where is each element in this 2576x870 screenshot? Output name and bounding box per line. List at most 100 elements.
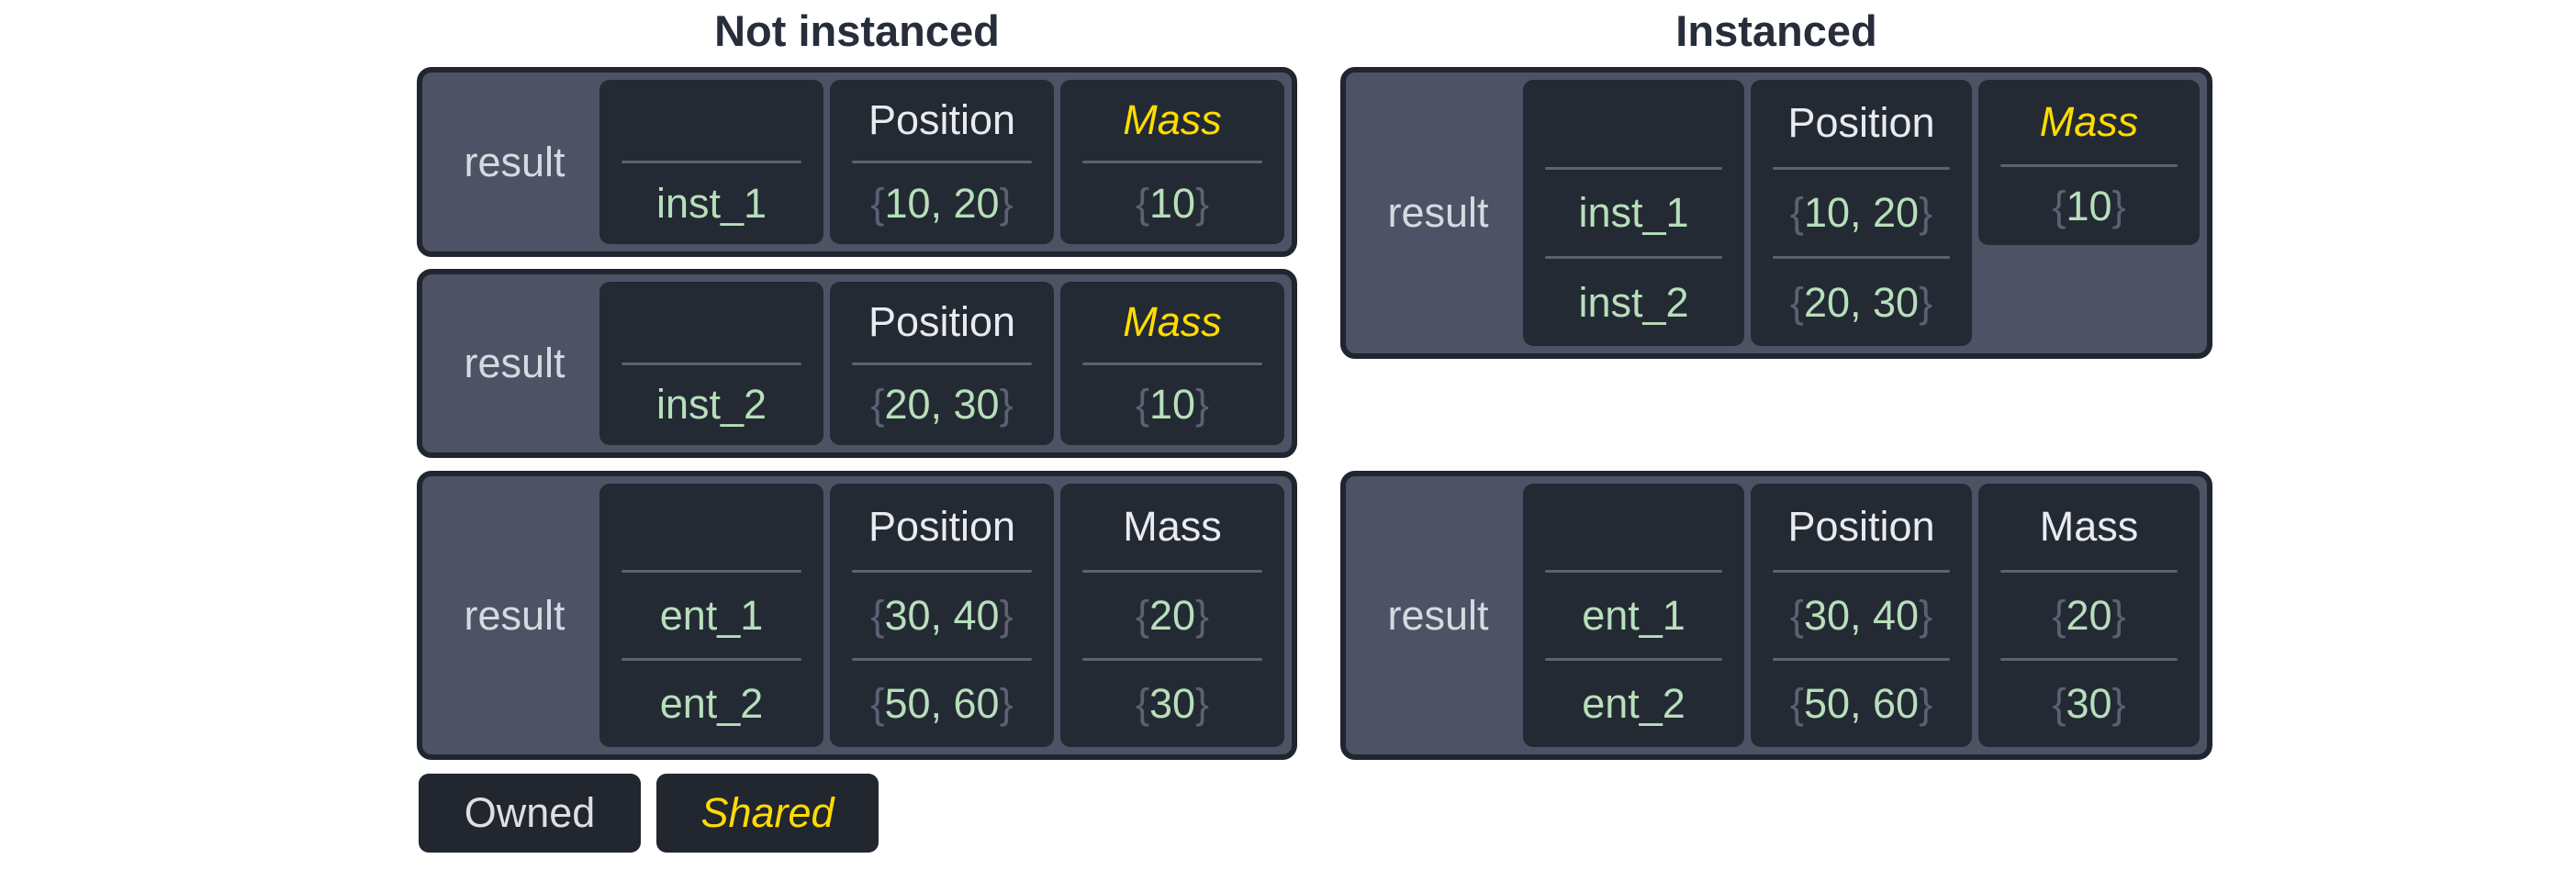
row-divider: [1773, 569, 1950, 573]
value-text: 20, 30: [884, 381, 1000, 429]
close-brace: }: [1195, 180, 1210, 227]
value-text: 50, 60: [1803, 680, 1920, 728]
position-column: Position {20, 30}: [830, 282, 1054, 445]
column-header: Position: [868, 502, 1016, 550]
result-label: result: [464, 138, 566, 185]
entity-name: ent_1: [659, 591, 764, 639]
legend-owned-box: Owned: [419, 774, 641, 853]
entity-name-column: inst_2: [599, 282, 823, 445]
open-brace: {: [1135, 680, 1149, 728]
close-brace: }: [999, 591, 1014, 639]
value-cell: {50, 60}: [841, 661, 1043, 747]
open-brace: {: [2052, 591, 2066, 639]
value-text: 20: [1148, 591, 1196, 639]
open-brace: {: [2052, 182, 2066, 229]
row-divider: [2000, 164, 2178, 167]
row-divider: [2000, 569, 2178, 573]
row-divider: [852, 658, 1032, 662]
row-divider: [852, 362, 1032, 365]
column-header: Mass: [1123, 96, 1222, 143]
position-column: Position {10, 20}{20, 30}: [1751, 80, 1972, 346]
value-cell: inst_1: [610, 163, 812, 244]
panel-title-not-instanced: Not instanced: [714, 6, 1000, 55]
column-header-zone: Mass: [1071, 80, 1273, 161]
row-divider: [1773, 256, 1950, 260]
value-cell: {30, 40}: [841, 573, 1043, 659]
close-brace: }: [999, 680, 1014, 728]
entity-name-column: ent_1 ent_2: [1523, 484, 1744, 747]
value-text: 30, 40: [884, 591, 1000, 639]
row-divider: [622, 569, 801, 573]
entity-name: ent_2: [659, 680, 764, 728]
row-divider: [622, 161, 801, 163]
row-divider: [622, 362, 801, 365]
column-header: Position: [868, 297, 1016, 345]
column-header-zone: Position: [841, 484, 1043, 570]
row-divider: [1773, 658, 1950, 662]
row-divider: [2000, 658, 2178, 662]
open-brace: {: [1789, 680, 1804, 728]
close-brace: }: [999, 180, 1014, 227]
value-text: 10: [1148, 180, 1196, 227]
close-brace: }: [1919, 189, 1933, 236]
value-cell: {10, 20}: [1762, 170, 1961, 257]
value-cell: {30}: [1071, 661, 1273, 747]
value-text: 50, 60: [884, 680, 1000, 728]
value-cell: {20, 30}: [841, 365, 1043, 446]
open-brace: {: [1135, 591, 1149, 639]
open-brace: {: [870, 680, 885, 728]
column-header: Mass: [1123, 502, 1222, 550]
column-header-zone: [610, 282, 812, 362]
value-text: 30: [2066, 680, 2112, 728]
column-header-zone: [1534, 80, 1733, 167]
value-cell: {10}: [1989, 167, 2189, 245]
entity-name: ent_2: [1582, 680, 1686, 728]
value-cell: {20}: [1989, 573, 2189, 659]
value-text: 10: [2066, 182, 2112, 229]
close-brace: }: [1919, 591, 1933, 639]
open-brace: {: [870, 381, 885, 429]
column-header-zone: Position: [1762, 80, 1961, 167]
row-divider: [852, 569, 1032, 573]
result-label-area: result: [1353, 484, 1523, 747]
result-label-area: result: [430, 80, 599, 244]
close-brace: }: [1195, 680, 1210, 728]
value-text: 10, 20: [884, 180, 1000, 227]
entity-name-column: inst_1: [599, 80, 823, 244]
column-header-zone: Mass: [1071, 484, 1273, 570]
legend-shared-label: Shared: [700, 789, 834, 836]
value-text: 30, 40: [1803, 591, 1920, 639]
row-divider: [1082, 362, 1262, 365]
open-brace: {: [1789, 189, 1804, 236]
column-header-zone: Position: [841, 80, 1043, 161]
close-brace: }: [1195, 591, 1210, 639]
column-header: Position: [1787, 99, 1935, 147]
legend-shared-box: Shared: [656, 774, 879, 853]
value-cell: ent_1: [1534, 573, 1733, 659]
row-divider: [1545, 166, 1722, 170]
entity-name: inst_1: [655, 180, 767, 227]
value-cell: ent_2: [1534, 661, 1733, 747]
position-column: Position{30, 40}{50, 60}: [830, 484, 1054, 747]
open-brace: {: [870, 591, 885, 639]
column-header: Position: [1787, 502, 1935, 550]
entity-name-column: ent_1 ent_2: [599, 484, 823, 747]
close-brace: }: [1919, 278, 1933, 326]
result-label: result: [464, 340, 566, 386]
row-divider: [1545, 256, 1722, 260]
column-header: Mass: [2039, 98, 2139, 145]
value-cell: {10, 20}: [841, 163, 1043, 244]
close-brace: }: [1919, 680, 1933, 728]
row-divider: [1773, 166, 1950, 170]
result-label: result: [1387, 189, 1489, 236]
result-label-area: result: [430, 484, 599, 747]
value-text: 20, 30: [1803, 278, 1920, 326]
value-cell: {50, 60}: [1762, 661, 1961, 747]
result-label-area: result: [430, 282, 599, 445]
